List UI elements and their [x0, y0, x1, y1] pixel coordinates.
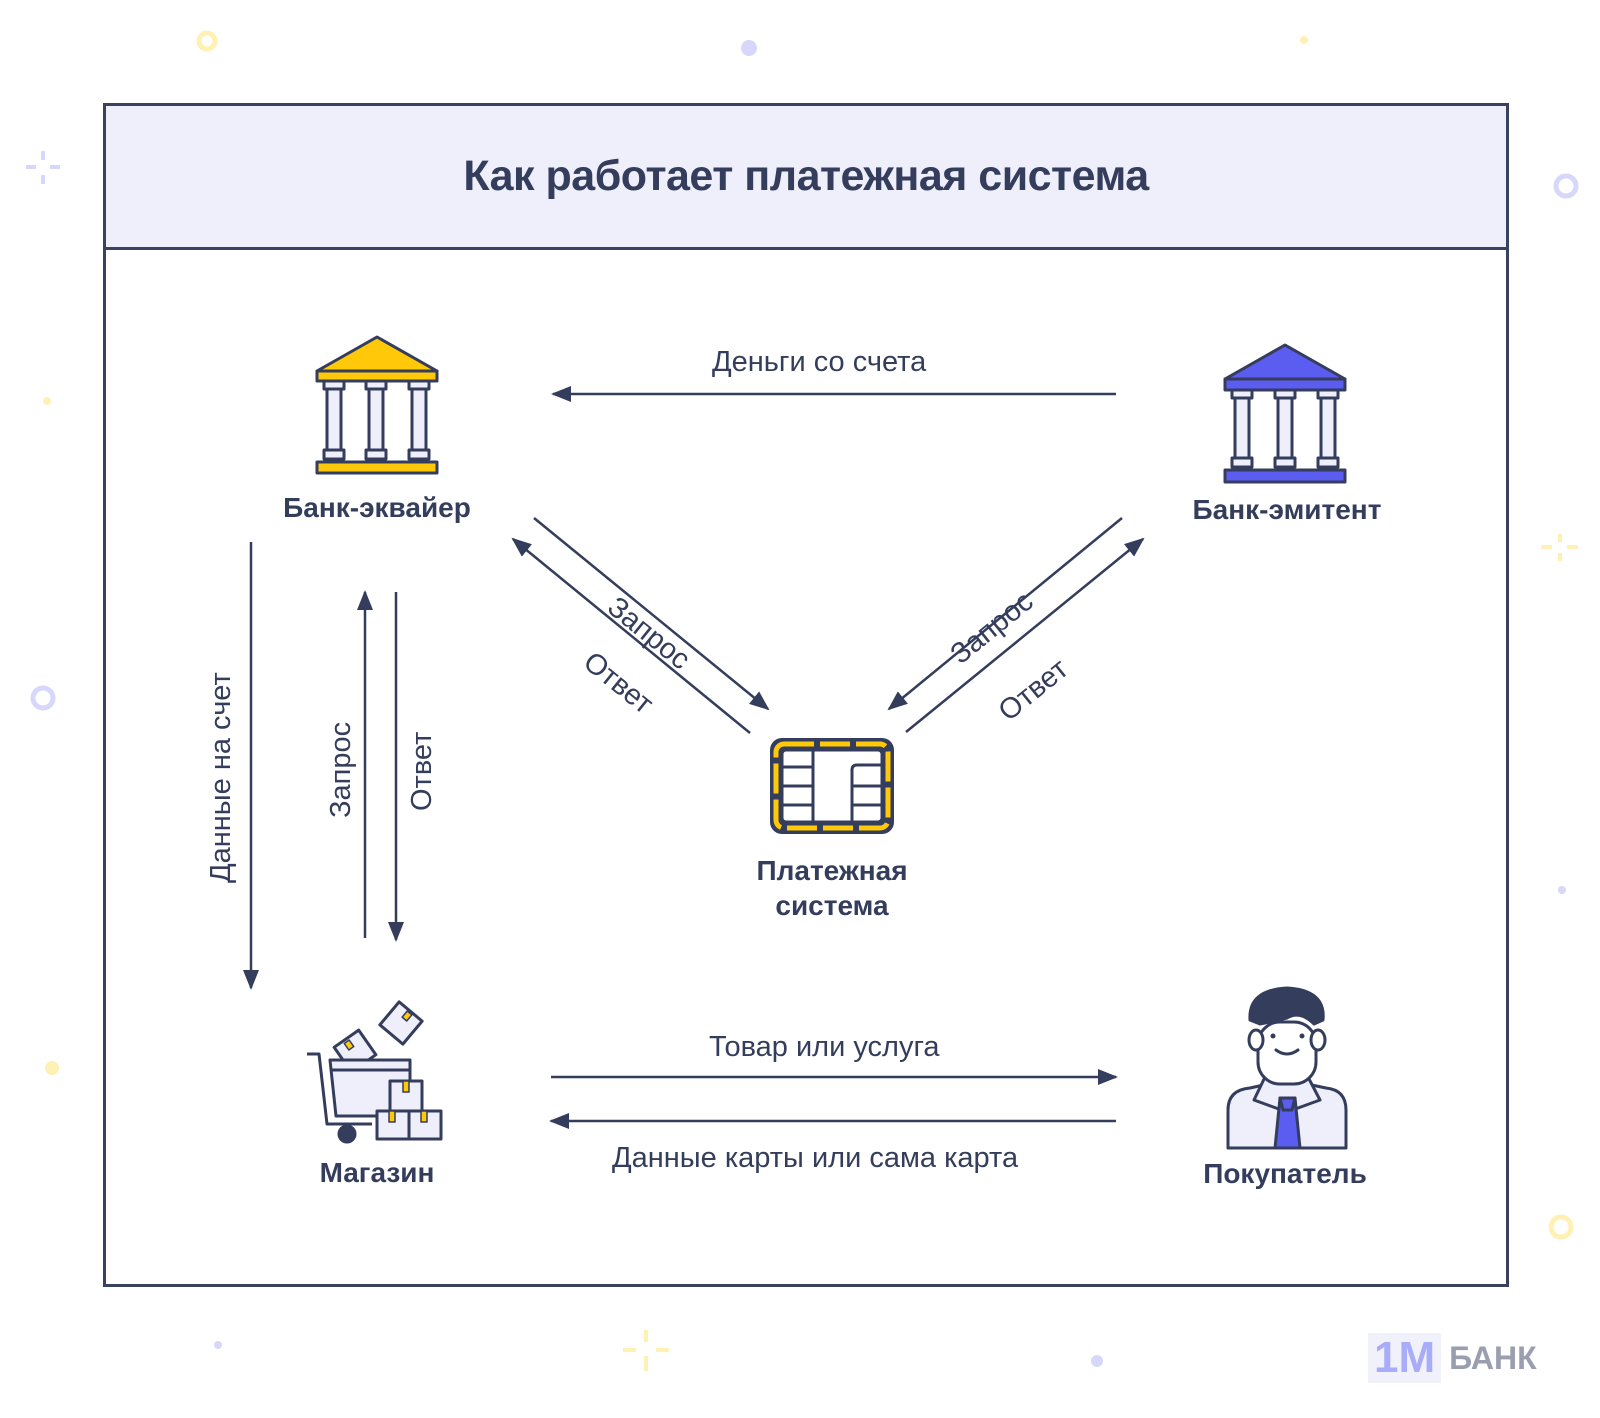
- decor-dot: [214, 1341, 222, 1349]
- edge-label-shop-response: Ответ: [406, 731, 438, 811]
- decor-ring: [30, 685, 56, 711]
- node-label-issuer: Банк-эмитент: [1192, 494, 1382, 525]
- arrow-acquirer-to-payment-system: [533, 517, 770, 711]
- decor-dot: [1558, 886, 1566, 894]
- logo-mark: 1M: [1368, 1333, 1442, 1383]
- brand-logo: 1M БАНК: [1368, 1333, 1537, 1383]
- decor-dot: [43, 397, 51, 405]
- shopping-cart-icon: [307, 1000, 443, 1144]
- node-label-payment-system-line1: Платежная: [756, 855, 908, 886]
- node-label-shop: Магазин: [319, 1157, 435, 1188]
- edge-label-money: Деньги со счета: [712, 346, 927, 378]
- arrow-payment-system-to-issuer: [905, 537, 1145, 733]
- chip-icon: [770, 738, 894, 834]
- decor-ring: [196, 30, 218, 52]
- bank-icon: [315, 335, 439, 475]
- edge-label-goods: Товар или услуга: [709, 1031, 940, 1063]
- decor-dot: [1091, 1355, 1103, 1367]
- arrow-issuer-to-payment-system: [887, 517, 1123, 711]
- arrow-payment-system-to-acquirer: [511, 537, 751, 734]
- edge-label-account-data: Данные на счет: [205, 672, 237, 883]
- decor-sparkle: [26, 151, 60, 184]
- decor-dot: [45, 1061, 59, 1075]
- page-title: Как работает платежная система: [463, 152, 1149, 200]
- decor-dot: [1300, 36, 1308, 44]
- node-label-payment-system-line2: система: [775, 890, 889, 921]
- edge-label-shop-request: Запрос: [325, 721, 357, 818]
- bank-icon: [1223, 343, 1347, 484]
- decor-ring: [1553, 173, 1579, 199]
- decor-ring: [1548, 1214, 1574, 1240]
- decor-sparkle: [1541, 534, 1578, 561]
- decor-sparkle: [623, 1330, 669, 1371]
- node-label-customer: Покупатель: [1203, 1158, 1367, 1189]
- header: Как работает платежная система: [106, 106, 1506, 250]
- edge-label-card-data: Данные карты или сама карта: [612, 1142, 1019, 1174]
- logo-text: БАНК: [1449, 1339, 1537, 1376]
- person-icon: [1226, 986, 1348, 1150]
- decor-dot: [741, 40, 757, 56]
- node-label-acquirer: Банк-эквайер: [283, 492, 471, 523]
- diagram-frame: Как работает платежная система: [103, 103, 1509, 1287]
